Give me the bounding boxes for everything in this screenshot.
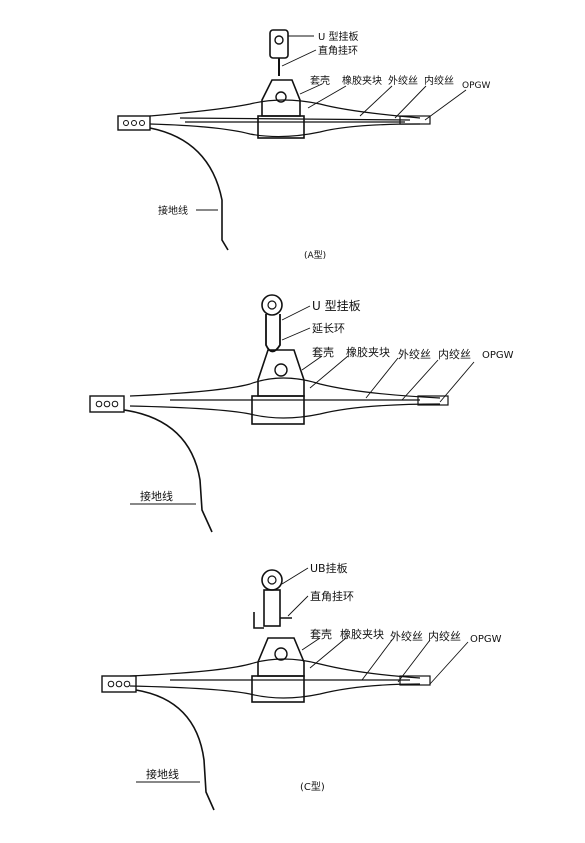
label-inner: 内绞丝 — [428, 629, 461, 643]
u-plate-shape — [261, 294, 283, 316]
diagram-c: UB挂板 直角挂环 套壳 橡胶夹块 外绞丝 内绞丝 OPGW 接地线 (C型) — [101, 561, 502, 811]
label-opgw: OPGW — [482, 350, 514, 361]
opgw-core — [399, 675, 431, 686]
ub-plate-body — [263, 589, 281, 627]
caption-c: (C型) — [300, 780, 325, 793]
ground-wire — [149, 127, 229, 251]
diagram-b: U 型挂板 延长环 套壳 橡胶夹块 外绞丝 内绞丝 OPGW 接地线 — [89, 294, 514, 533]
ground-wire — [135, 689, 215, 811]
label-ground: 接地线 — [158, 204, 188, 217]
label-rubber: 橡胶夹块 — [340, 627, 384, 641]
clamp-base — [251, 675, 305, 703]
ground-wire — [123, 409, 213, 533]
label-outer: 外绞丝 — [390, 629, 423, 643]
label-opgw: OPGW — [462, 81, 490, 91]
housing-shape — [257, 349, 305, 397]
clamp-base — [257, 115, 305, 139]
u-plate-shape — [261, 569, 283, 591]
label-link: 直角挂环 — [310, 589, 354, 603]
label-housing: 套壳 — [312, 345, 334, 359]
label-link: 延长环 — [312, 322, 345, 335]
label-link: 直角挂环 — [318, 44, 358, 57]
label-housing: 套壳 — [310, 627, 332, 641]
label-u-plate: U 型挂板 — [312, 299, 361, 313]
extension-link-shape — [265, 314, 281, 353]
opgw-core — [417, 395, 449, 406]
label-ground: 接地线 — [146, 767, 179, 781]
label-u-plate: U 型挂板 — [318, 30, 359, 43]
label-outer: 外绞丝 — [398, 347, 431, 361]
terminal-block — [89, 395, 125, 413]
opgw-core — [399, 115, 431, 125]
label-rubber: 橡胶夹块 — [346, 345, 390, 359]
label-u-plate: UB挂板 — [310, 561, 348, 575]
label-opgw: OPGW — [470, 634, 502, 645]
housing-shape — [257, 637, 305, 677]
housing-shape — [261, 79, 301, 117]
u-plate-bolt — [274, 35, 284, 45]
link-shape — [253, 612, 292, 629]
cable-strands — [129, 377, 441, 419]
diagram-a: U 型挂板 直角挂环 套壳 橡胶夹块 外绞丝 内绞丝 OPGW 接地线 (A型) — [117, 29, 490, 261]
label-ground: 接地线 — [140, 489, 173, 503]
label-rubber: 橡胶夹块 — [342, 74, 382, 87]
label-housing: 套壳 — [310, 74, 330, 87]
terminal-block — [101, 675, 137, 693]
label-inner: 内绞丝 — [424, 74, 454, 87]
caption-a: (A型) — [304, 250, 326, 261]
cable-strands — [129, 658, 421, 699]
label-inner: 内绞丝 — [438, 347, 471, 361]
terminal-block — [117, 115, 151, 131]
clamp-base — [251, 395, 305, 425]
cable-strands — [149, 99, 421, 138]
label-outer: 外绞丝 — [388, 74, 418, 87]
